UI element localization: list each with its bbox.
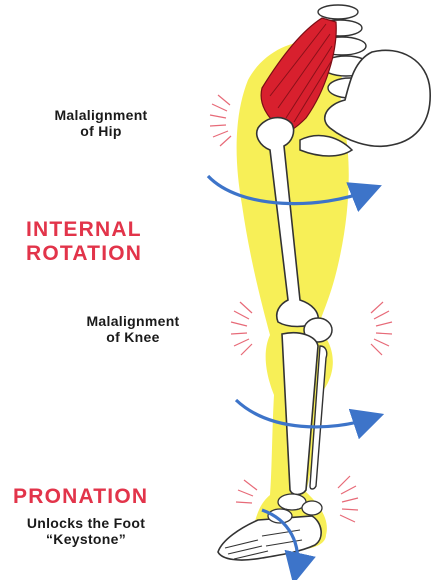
internal-rotation-line2: ROTATION	[26, 242, 186, 266]
hip-label: Malalignment of Hip	[26, 107, 176, 139]
knee-label: Malalignment of Knee	[58, 313, 208, 345]
pronation-heading: PRONATION	[13, 485, 193, 509]
foot-silhouette	[218, 516, 321, 560]
keystone-label: Unlocks the Foot “Keystone”	[6, 515, 166, 547]
keystone-line2: “Keystone”	[6, 531, 166, 547]
knee-label-line2: of Knee	[58, 329, 208, 345]
pain-rays-icon	[210, 95, 231, 146]
hip-label-line1: Malalignment	[26, 107, 176, 123]
internal-rotation-line1: INTERNAL	[26, 218, 186, 242]
internal-rotation-heading: INTERNAL ROTATION	[26, 218, 186, 265]
knee-label-line1: Malalignment	[58, 313, 208, 329]
keystone-line1: Unlocks the Foot	[6, 515, 166, 531]
pronation-text: PRONATION	[13, 485, 193, 509]
hip-label-line2: of Hip	[26, 123, 176, 139]
